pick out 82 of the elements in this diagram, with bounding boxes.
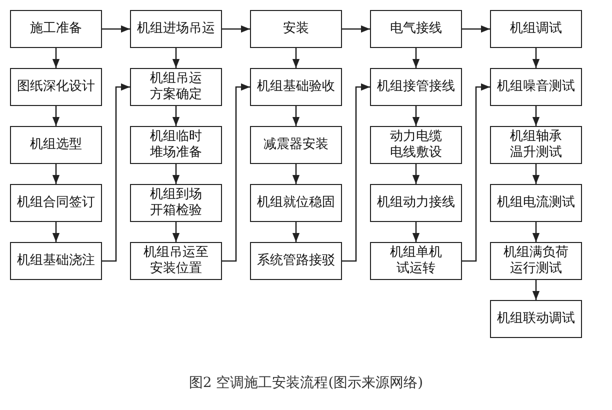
process-box: [250, 68, 342, 106]
arrow: [102, 83, 130, 262]
step-label: 机组选型: [30, 137, 82, 153]
process-box: [130, 184, 222, 222]
process-box: [490, 184, 582, 222]
process-box: [370, 126, 462, 164]
step-label: 减震器安装: [264, 137, 328, 153]
arrow: [222, 83, 250, 262]
process-box: [10, 68, 102, 106]
step-label: 机组到场开箱检验: [150, 187, 202, 219]
process-box: [490, 300, 582, 338]
arrow: [532, 280, 540, 300]
arrow: [172, 106, 180, 126]
step-label: 动力电缆电线敷设: [390, 129, 442, 161]
process-box: [10, 10, 102, 48]
process-box: [490, 68, 582, 106]
step-label: 机组合同签订: [17, 195, 95, 211]
step-label: 机组联动调试: [497, 311, 575, 327]
figure-caption: 图2 空调施工安装流程(图示来源网络): [188, 375, 424, 391]
step-label: 机组动力接线: [377, 195, 455, 211]
arrow: [292, 222, 300, 242]
process-box: [250, 184, 342, 222]
arrow: [52, 222, 60, 242]
arrow: [172, 48, 180, 68]
arrow: [532, 164, 540, 184]
process-box: [490, 242, 582, 280]
step-label: 机组调试: [510, 21, 562, 37]
arrow: [462, 83, 490, 262]
step-label: 机组满负荷运行测试: [503, 245, 569, 277]
arrow: [342, 25, 370, 33]
process-box: [10, 184, 102, 222]
arrow: [532, 222, 540, 242]
arrow: [532, 106, 540, 126]
process-box: [490, 10, 582, 48]
step-label: 机组进场吊运: [137, 21, 215, 37]
step-label: 机组临时堆场准备: [150, 129, 202, 161]
process-box: [370, 184, 462, 222]
arrow: [342, 83, 370, 262]
arrow: [532, 48, 540, 68]
step-label: 机组基础浇注: [17, 253, 95, 269]
arrow: [52, 106, 60, 126]
arrow: [102, 25, 130, 33]
process-box: [370, 68, 462, 106]
step-label: 电气接线: [390, 21, 442, 37]
arrow: [462, 25, 490, 33]
arrow: [222, 25, 250, 33]
arrow: [412, 164, 420, 184]
arrow: [172, 222, 180, 242]
step-label: 安装: [283, 21, 309, 37]
process-box: [250, 126, 342, 164]
step-label: 机组吊运方案确定: [150, 71, 202, 103]
arrow: [412, 106, 420, 126]
arrow: [172, 164, 180, 184]
process-box: [370, 242, 462, 280]
step-label: 施工准备: [30, 21, 82, 37]
step-label: 机组噪音测试: [497, 79, 575, 95]
arrow: [292, 106, 300, 126]
arrow: [52, 164, 60, 184]
step-label: 机组就位稳固: [257, 195, 335, 211]
step-label: 图纸深化设计: [17, 79, 95, 95]
process-box: [490, 126, 582, 164]
step-label: 机组吊运至安装位置: [143, 245, 209, 277]
step-label: 系统管路接驳: [257, 253, 335, 269]
step-label: 机组轴承温升测试: [510, 129, 562, 161]
process-box: [10, 126, 102, 164]
process-box: [130, 68, 222, 106]
step-label: 机组接管接线: [377, 79, 455, 95]
process-box: [130, 242, 222, 280]
process-box: [250, 10, 342, 48]
arrow: [412, 48, 420, 68]
arrow: [292, 164, 300, 184]
step-label: 机组基础验收: [257, 79, 335, 95]
process-box: [130, 10, 222, 48]
process-box: [250, 242, 342, 280]
process-box: [10, 242, 102, 280]
step-label: 机组单机试运转: [390, 245, 442, 277]
process-box: [370, 10, 462, 48]
step-label: 机组电流测试: [497, 195, 575, 211]
arrow: [52, 48, 60, 68]
arrow: [292, 48, 300, 68]
arrow: [412, 222, 420, 242]
process-box: [130, 126, 222, 164]
